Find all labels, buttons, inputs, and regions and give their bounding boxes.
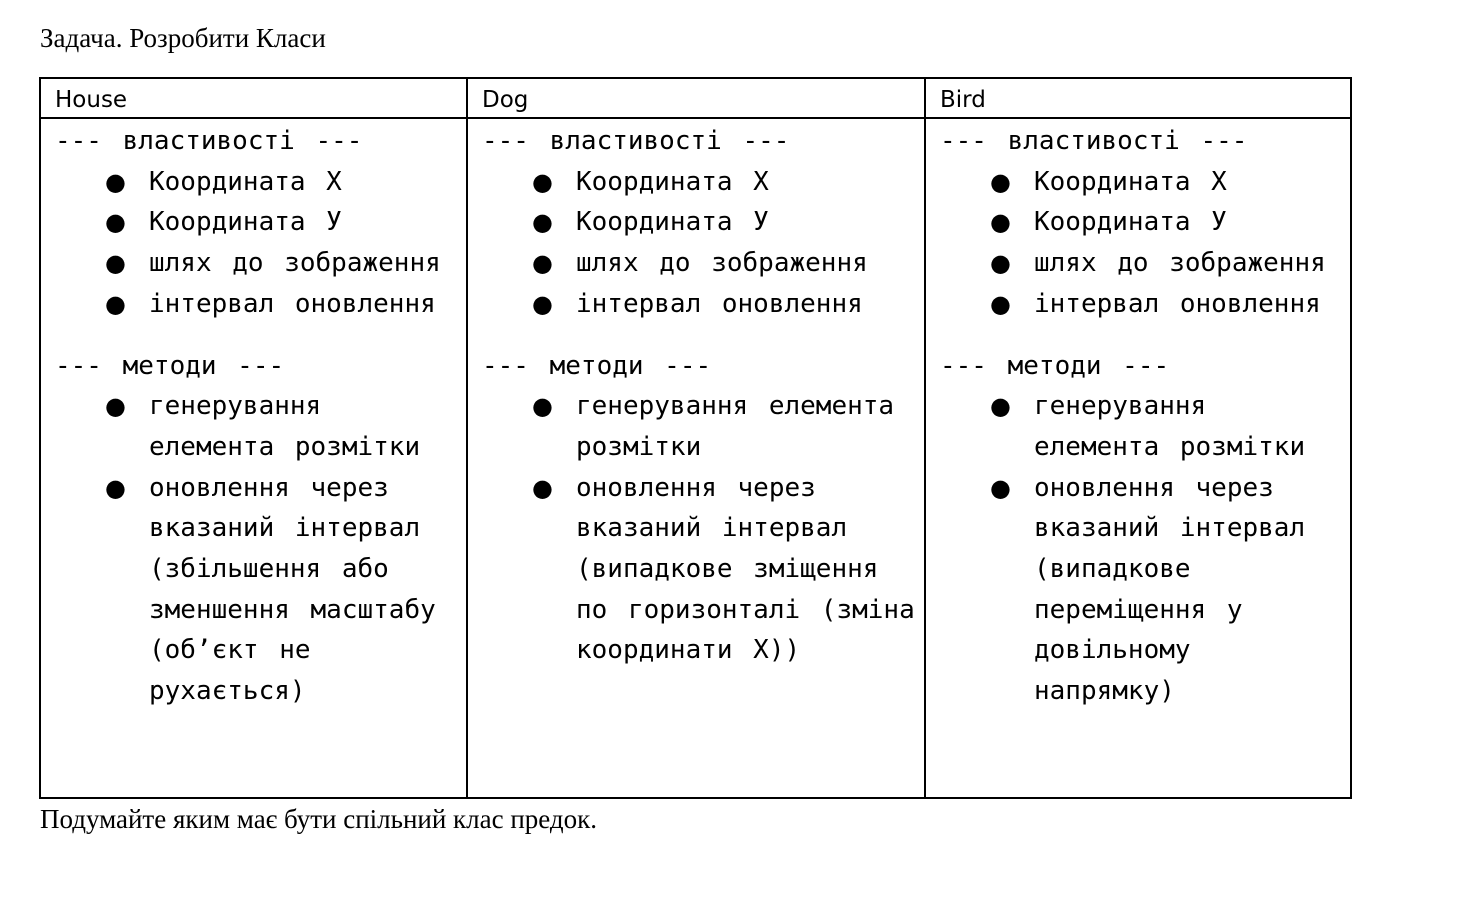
bullet-icon: ● [532,289,553,318]
methods-header: --- методи --- [940,350,1170,381]
property-label: інтервал оновлення [1034,288,1321,319]
methods-header: --- методи --- [482,350,712,381]
property-label: шлях до зображення [149,248,441,279]
bullet-icon: ● [990,473,1011,502]
list-item: ● шлях до зображення [482,243,924,284]
properties-list: ● Координата Х ● Координата У ● шлях до зоб… [55,162,466,325]
list-item: ● оновлення через вказаний інтервал (випа… [940,468,1350,712]
method-label: оновлення через вказаний інтервал (випад… [1034,472,1306,707]
list-item: ● інтервал оновлення [482,284,924,325]
dog-header-cell: Dog [466,77,926,119]
list-item: ● генерування елемента розмітки [55,386,466,467]
class-name-dog: Dog [482,87,529,113]
properties-list: ● Координата Х ● Координата У ● шлях до зоб… [482,162,924,325]
properties-header: --- властивості --- [482,126,790,156]
property-label: Координата У [576,207,769,238]
property-label: інтервал оновлення [149,288,436,319]
bullet-icon: ● [532,249,553,278]
bird-header-cell: Bird [924,77,1352,119]
bullet-icon: ● [990,289,1011,318]
house-body-cell: --- властивості --- ● Координата Х ● Коорд… [39,117,468,799]
properties-header: --- властивості --- [940,126,1248,156]
list-item: ● оновлення через вказаний інтервал (збіл… [55,468,466,712]
property-label: Координата У [149,207,342,238]
list-item: ● Координата Х [55,162,466,203]
list-item: ● інтервал оновлення [55,284,466,325]
property-label: інтервал оновлення [576,288,863,319]
property-label: шлях до зображення [1034,248,1326,279]
list-item: ● Координата У [940,202,1350,243]
list-item: ● оновлення через вказаний інтервал (випа… [482,468,924,672]
bullet-icon: ● [105,208,126,237]
bullet-icon: ● [532,392,553,421]
properties-header: --- властивості --- [55,126,363,156]
list-item: ● Координата Х [940,162,1350,203]
property-label: шлях до зображення [576,248,868,279]
class-name-house: House [55,87,128,113]
method-label: оновлення через вказаний інтервал (випад… [576,472,915,666]
table-header-row: House Dog Bird [39,77,1352,119]
footer-note: Подумайте яким має бути спільний клас пр… [40,804,598,834]
list-item: ● шлях до зображення [940,243,1350,284]
list-item: ● генерування елемента розмітки [940,386,1350,467]
bird-body-cell: --- властивості --- ● Координата Х ● Коорд… [924,117,1352,799]
properties-list: ● Координата Х ● Координата У ● шлях до зоб… [940,162,1350,325]
dog-body-cell: --- властивості --- ● Координата Х ● Коорд… [466,117,926,799]
methods-list: ● генерування елемента розмітки ● оновленн… [482,386,924,671]
methods-header: --- методи --- [55,350,285,381]
bullet-icon: ● [532,167,553,196]
methods-list: ● генерування елемента розмітки ● оновленн… [940,386,1350,712]
list-item: ● Координата У [482,202,924,243]
classes-table: House Dog Bird --- властивості --- ● Коор… [39,77,1352,799]
bullet-icon: ● [990,208,1011,237]
bullet-icon: ● [105,392,126,421]
bullet-icon: ● [105,249,126,278]
table-body-row: --- властивості --- ● Координата Х ● Коорд… [39,117,1352,799]
bullet-icon: ● [532,208,553,237]
list-item: ● Координата У [55,202,466,243]
bullet-icon: ● [105,473,126,502]
list-item: ● інтервал оновлення [940,284,1350,325]
house-header-cell: House [39,77,468,119]
method-label: оновлення через вказаний інтервал (збіль… [149,472,436,707]
bullet-icon: ● [990,392,1011,421]
bullet-icon: ● [105,289,126,318]
property-label: Координата Х [1034,166,1227,197]
list-item: ● генерування елемента розмітки [482,386,924,467]
property-label: Координата Х [149,166,342,197]
list-item: ● шлях до зображення [55,243,466,284]
method-label: генерування елемента розмітки [576,391,895,462]
class-name-bird: Bird [940,87,986,113]
bullet-icon: ● [532,473,553,502]
bullet-icon: ● [990,167,1011,196]
property-label: Координата У [1034,207,1227,238]
method-label: генерування елемента розмітки [149,391,421,462]
list-item: ● Координата Х [482,162,924,203]
property-label: Координата Х [576,166,769,197]
bullet-icon: ● [990,249,1011,278]
task-title: Задача. Розробити Класи [40,23,326,53]
bullet-icon: ● [105,167,126,196]
methods-list: ● генерування елемента розмітки ● оновленн… [55,386,466,712]
method-label: генерування елемента розмітки [1034,391,1306,462]
